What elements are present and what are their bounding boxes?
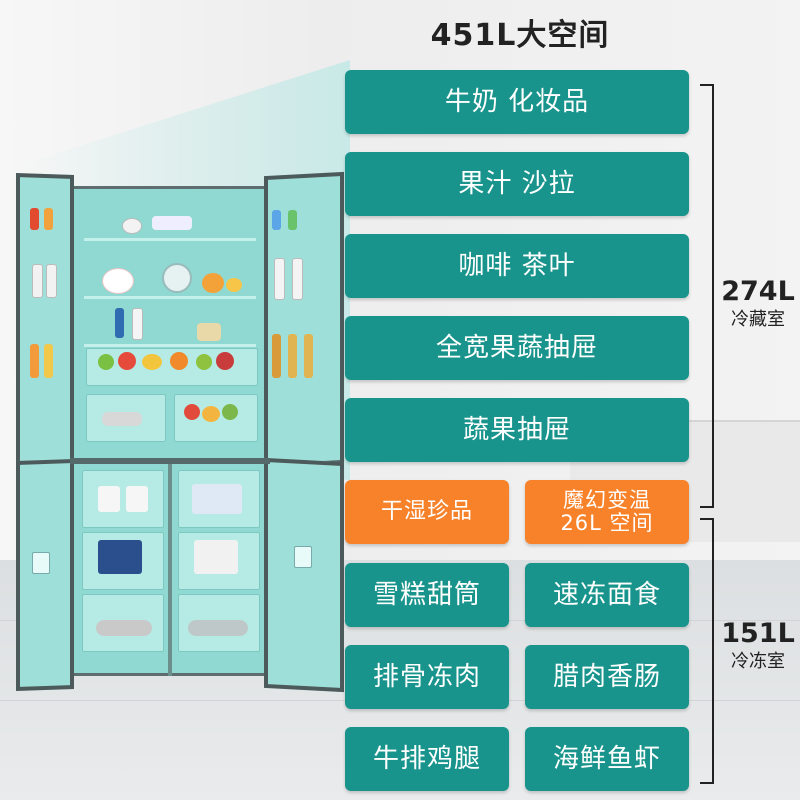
zone-label-dry-wet-storage: 干湿珍品 [345, 480, 509, 544]
zone-label-cured-sausage: 腊肉香肠 [525, 645, 689, 709]
food-item [98, 486, 120, 512]
food-item [152, 216, 192, 230]
shelf [84, 344, 256, 347]
food-item [194, 540, 238, 574]
compartment-divider [70, 458, 270, 464]
bottle-icon [32, 264, 43, 298]
fruit-icon [196, 354, 212, 370]
fruit-icon [202, 406, 220, 422]
orange-icon [202, 273, 224, 293]
capacity-heading: 451L大空间 [430, 18, 610, 53]
bottle-icon [272, 334, 281, 378]
freezer-divider [168, 464, 172, 676]
refrigerator-volume-value: 274L [721, 276, 795, 307]
bottle-icon [274, 258, 285, 300]
zone-label-full-width-drawer: 全宽果蔬抽屉 [345, 316, 689, 380]
door-dispenser-right [294, 546, 312, 568]
food-item [192, 484, 242, 514]
bottle-icon [288, 334, 297, 378]
door-dispenser-left [32, 552, 50, 574]
cake-icon [102, 268, 134, 294]
zone-label-frozen-noodles: 速冻面食 [525, 563, 689, 627]
zone-label-seafood: 海鲜鱼虾 [525, 727, 689, 791]
door-lower-left [16, 458, 74, 692]
shelf [84, 296, 256, 299]
zone-label-vegetable-drawer: 蔬果抽屉 [345, 398, 689, 462]
food-item [122, 218, 142, 234]
food-item [98, 540, 142, 574]
bottle-icon [132, 308, 143, 340]
variable-temp-line2: 26L 空间 [560, 511, 654, 535]
freezer-volume-label: 冷冻室 [731, 651, 785, 672]
bottle-icon [30, 344, 39, 378]
refrigerator-volume: 274L 冷藏室 [716, 276, 800, 331]
bottle-icon [44, 208, 53, 230]
freezer-volume-value: 151L [721, 618, 795, 649]
fruit-icon [216, 352, 234, 370]
food-item [197, 323, 221, 341]
food-item [96, 620, 152, 636]
fruit-icon [170, 352, 188, 370]
bottle-icon [292, 258, 303, 300]
freezer-drawer [82, 470, 164, 528]
zone-label-ice-cream: 雪糕甜筒 [345, 563, 509, 627]
variable-temp-line1: 魔幻变温 [563, 487, 651, 512]
plate-icon [162, 263, 192, 293]
fruit-icon [142, 354, 162, 370]
food-item [126, 486, 148, 512]
freezer-bracket [700, 518, 714, 784]
fruit-icon [98, 354, 114, 370]
bottle-icon [288, 210, 297, 230]
zone-label-ribs-meat: 排骨冻肉 [345, 645, 509, 709]
shelf [84, 238, 256, 241]
bottle-icon [30, 208, 39, 230]
fruit-icon [222, 404, 238, 420]
bottle-icon [46, 264, 57, 298]
door-lower-right [264, 457, 344, 693]
food-item [102, 412, 142, 426]
zone-label-milk-cosmetics: 牛奶 化妆品 [345, 70, 689, 134]
bottle-icon [115, 308, 124, 338]
bottle-icon [44, 344, 53, 378]
refrigerator-volume-label: 冷藏室 [731, 309, 785, 330]
freezer-volume: 151L 冷冻室 [716, 618, 800, 673]
zone-label-variable-temp: 魔幻变温 26L 空间 [525, 480, 689, 544]
refrigerator-bracket [700, 84, 714, 508]
bottle-icon [272, 210, 281, 230]
fruit-icon [184, 404, 200, 420]
zone-label-coffee-tea: 咖啡 茶叶 [345, 234, 689, 298]
bottle-icon [304, 334, 313, 378]
fridge-illustration [2, 168, 347, 698]
fruit-icon [226, 278, 242, 292]
zone-label-steak-chicken: 牛排鸡腿 [345, 727, 509, 791]
zone-label-juice-salad: 果汁 沙拉 [345, 152, 689, 216]
food-item [188, 620, 248, 636]
fruit-icon [118, 352, 136, 370]
